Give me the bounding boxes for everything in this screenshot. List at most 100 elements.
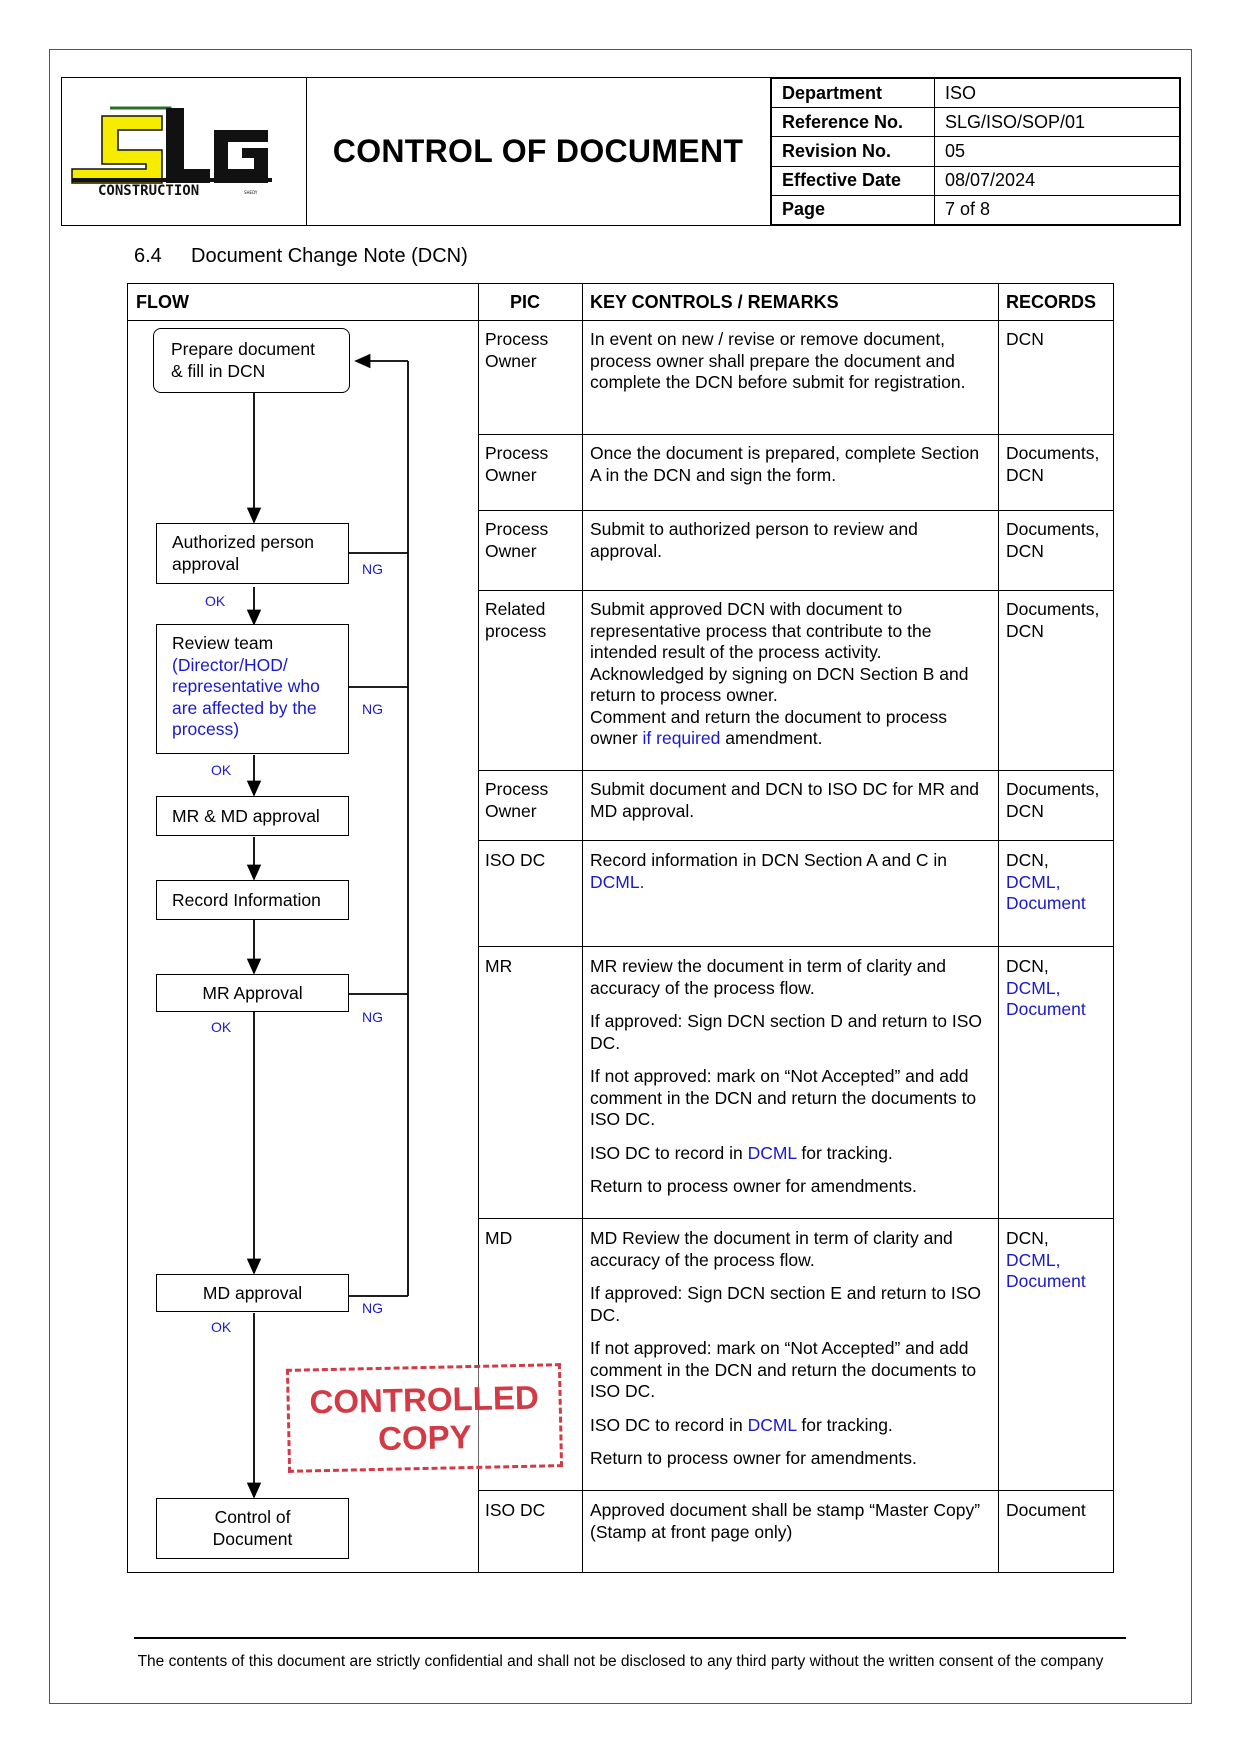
document-header: CONSTRUCTION SHEDY CONTROL OF DOCUMENT D… [61, 77, 1181, 226]
footer-divider [134, 1637, 1126, 1639]
remarks-cell: MR review the document in term of clarit… [590, 956, 990, 1210]
remark-text: MD Review the document in term of clarit… [590, 1228, 953, 1270]
column-divider [582, 284, 583, 1572]
records-cell: Documents, DCN [1006, 519, 1100, 561]
flow-step-record-information: Record Information [156, 880, 349, 920]
pic-cell: Related process [485, 599, 547, 641]
header-records: RECORDS [1006, 292, 1097, 312]
row-divider [478, 434, 1113, 435]
pic-cell: MD [485, 1228, 513, 1248]
pic-cell: Process Owner [485, 779, 549, 821]
pic-cell: ISO DC [485, 850, 546, 870]
ok-label: OK [211, 1319, 232, 1335]
remark-text: If not approved: mark on “Not Accepted” … [590, 1066, 977, 1129]
slg-logo-icon: CONSTRUCTION SHEDY [71, 106, 272, 199]
records-cell: DCN [1006, 329, 1044, 349]
ng-label: NG [362, 701, 383, 717]
remarks-cell: Once the document is prepared, complete … [590, 443, 990, 498]
records-cell: Documents, DCN [1006, 779, 1100, 821]
pic-cell: MR [485, 956, 513, 976]
remarks-cell: Submit to authorized person to review an… [590, 519, 990, 574]
svg-text:SHEDY: SHEDY [244, 190, 258, 195]
meta-value: 05 [934, 136, 1180, 167]
ok-label: OK [211, 762, 232, 778]
section-title: Document Change Note (DCN) [191, 245, 468, 267]
remark-text: Return to process owner for amendments. [590, 1176, 917, 1196]
flow-step-mr-approval: MR Approval [156, 974, 349, 1012]
meta-label: Page [771, 194, 935, 226]
remark-text: Submit approved DCN with document to rep… [590, 599, 932, 662]
company-logo: CONSTRUCTION SHEDY [62, 78, 307, 225]
flow-step-review-team: Review team (Director/HOD/ representativ… [156, 624, 349, 754]
meta-value: 7 of 8 [934, 194, 1180, 226]
remark-text: MR review the document in term of clarit… [590, 956, 946, 998]
records-cell: DCN, DCML, Document [1006, 1228, 1086, 1291]
ng-label: NG [362, 1300, 383, 1316]
header-pic: PIC [510, 292, 541, 312]
remarks-cell: Submit approved DCN with document to rep… [590, 599, 990, 750]
remark-text: Acknowledged by signing on DCN Section B… [590, 663, 969, 706]
ok-label: OK [205, 593, 226, 609]
meta-value: ISO [934, 77, 1180, 109]
remark-text: Comment and return the document to proce… [590, 706, 947, 749]
remarks-cell: Record information in DCN Section A and … [590, 850, 947, 892]
section-heading: 6.4 Document Change Note (DCN) [134, 245, 468, 268]
ng-label: NG [362, 1009, 383, 1025]
svg-text:CONSTRUCTION: CONSTRUCTION [98, 183, 199, 199]
header-remarks: KEY CONTROLS / REMARKS [590, 292, 839, 312]
remark-text: If approved: Sign DCN section D and retu… [590, 1011, 982, 1053]
remark-text: Approved document shall be stamp “Master… [590, 1500, 981, 1542]
records-cell: Documents, DCN [1006, 443, 1100, 485]
page-border [49, 49, 1192, 1704]
remarks-cell: Approved document shall be stamp “Master… [590, 1500, 990, 1555]
records-cell: Document [1006, 1500, 1086, 1520]
remark-text: If approved: Sign DCN section E and retu… [590, 1283, 982, 1325]
row-divider [478, 1490, 1113, 1491]
pic-cell: Process Owner [485, 443, 549, 485]
column-divider [478, 284, 479, 1572]
remarks-cell: MD Review the document in term of clarit… [590, 1228, 990, 1482]
meta-value: SLG/ISO/SOP/01 [934, 107, 1180, 138]
remark-text: Submit to authorized person to review an… [590, 519, 918, 561]
confidentiality-notice: The contents of this document are strict… [137, 1653, 1104, 1670]
row-divider [478, 770, 1113, 771]
flow-step-prepare-document: Prepare document& fill in DCN [153, 328, 350, 393]
ok-label: OK [211, 1019, 232, 1035]
remark-text: ISO DC to record in DCML for tracking. [590, 1142, 893, 1163]
remark-text: If not approved: mark on “Not Accepted” … [590, 1338, 977, 1401]
records-cell: DCN, DCML, Document [1006, 956, 1086, 1019]
dcn-procedure-table: FLOW PIC KEY CONTROLS / REMARKS RECORDS … [127, 283, 1114, 1573]
remark-text: Once the document is prepared, complete … [590, 443, 980, 485]
records-cell: DCN, DCML, Document [1006, 850, 1086, 913]
header-flow: FLOW [136, 292, 189, 312]
dcml-link: DCML. [590, 871, 645, 892]
remark-text: Return to process owner for amendments. [590, 1448, 917, 1468]
row-divider [478, 510, 1113, 511]
meta-value: 08/07/2024 [934, 165, 1180, 196]
row-divider [478, 840, 1113, 841]
column-divider [998, 284, 999, 1572]
meta-label: Reference No. [771, 107, 935, 138]
meta-label: Revision No. [771, 136, 935, 167]
pic-cell: Process Owner [485, 519, 549, 561]
flow-step-md-approval: MD approval [156, 1274, 349, 1312]
remark-text: Submit document and DCN to ISO DC for MR… [590, 779, 980, 821]
pic-cell: Process Owner [485, 329, 549, 371]
meta-label: Department [771, 77, 935, 109]
header-rule [128, 320, 1113, 321]
row-divider [478, 946, 1113, 947]
controlled-copy-stamp: CONTROLLED COPY [285, 1363, 564, 1473]
remark-text: In event on new / revise or remove docum… [590, 329, 966, 392]
records-cell: Documents, DCN [1006, 599, 1100, 641]
remarks-cell: Submit document and DCN to ISO DC for MR… [590, 779, 990, 834]
section-number: 6.4 [134, 245, 162, 267]
ng-label: NG [362, 561, 383, 577]
row-divider [478, 1218, 1113, 1219]
flow-step-mr-md-approval: MR & MD approval [156, 796, 349, 836]
document-title: CONTROL OF DOCUMENT [306, 78, 771, 225]
remarks-cell: In event on new / revise or remove docum… [590, 329, 990, 406]
